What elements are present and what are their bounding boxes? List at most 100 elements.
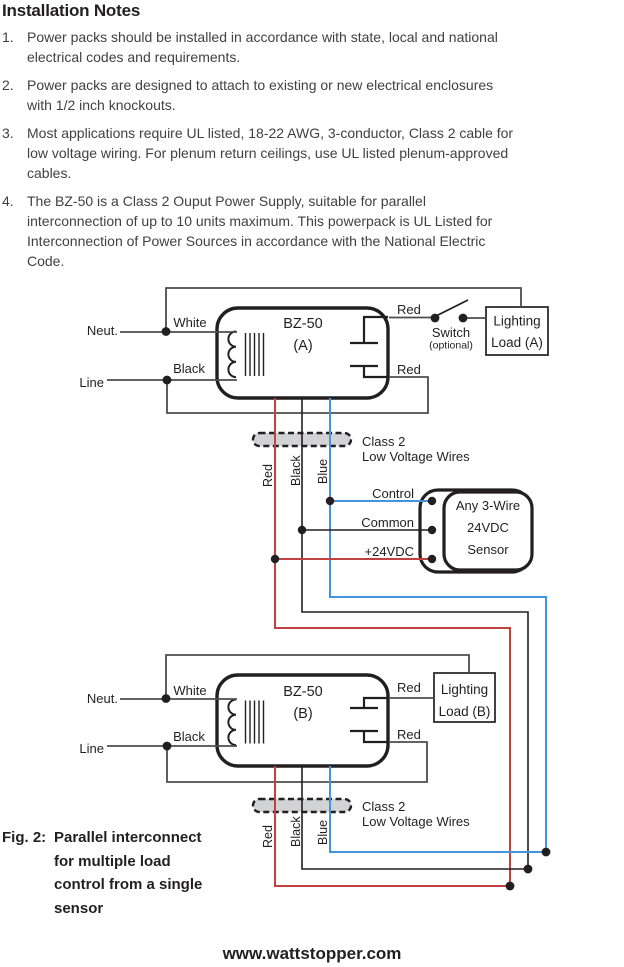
switch-terminal-dot <box>430 313 440 323</box>
red-wire-label-b-top: Red <box>397 680 421 695</box>
note-number: 3. <box>2 125 14 141</box>
transformer-coil-b-icon <box>227 698 237 747</box>
switch-optional-label: (optional) <box>429 340 473 352</box>
note-item-4: 4. The BZ-50 is a Class 2 Ouput Power Su… <box>2 191 622 271</box>
red-wire-label-a-bottom: Red <box>397 362 421 377</box>
white-wire-label-a: White <box>173 315 206 330</box>
transformer-coil-a-icon <box>227 330 237 379</box>
wire-neutral-to-load-a <box>165 287 522 331</box>
note-text: Power packs are designed to attach to ex… <box>27 77 494 113</box>
wire-blue-class2-b <box>329 766 546 853</box>
junction-dot <box>162 375 172 385</box>
red-wire-label-b-bottom: Red <box>397 727 421 742</box>
black-vertical-label-b: Black <box>289 816 303 847</box>
note-item-3: 3. Most applications require UL listed, … <box>2 123 622 183</box>
sensor-inner-outline <box>442 490 534 572</box>
wire-blue-class2-a <box>329 398 547 852</box>
pack-a-model-label: BZ-50 <box>283 316 323 332</box>
figure-number: Fig. 2: <box>2 829 47 846</box>
notes-list: 1. Power packs should be installed in ac… <box>2 27 622 271</box>
junction-dot <box>162 741 172 751</box>
junction-dot <box>270 554 280 564</box>
note-number: 4. <box>2 193 14 209</box>
installation-notes: Installation Notes 1. Power packs should… <box>2 0 622 279</box>
blue-vertical-label-a: Blue <box>316 459 330 484</box>
pack-a-unit-label: (A) <box>293 338 312 354</box>
wire-neutral-to-load-b <box>165 654 470 698</box>
line-voltage-wires <box>107 287 522 783</box>
note-text: The BZ-50 is a Class 2 Ouput Power Suppl… <box>27 193 493 269</box>
transformer-core-b-icon <box>244 700 265 744</box>
class2-label-a-1: Class 2 <box>362 434 405 449</box>
sensor-terminal-dot <box>427 554 437 564</box>
wire-line-to-relay-b <box>166 741 428 783</box>
switch-terminal-dot <box>458 313 468 323</box>
note-item-2: 2. Power packs are designed to attach to… <box>2 75 622 115</box>
power-pack-a <box>215 306 390 400</box>
line-label-a: Line <box>79 375 104 390</box>
red-vertical-label-a: Red <box>261 464 275 487</box>
transformer-core-a-icon <box>244 333 265 376</box>
sensor-label-2: 24VDC <box>467 520 509 535</box>
wire-black-class2-b <box>301 766 528 870</box>
lighting-load-a-box <box>485 306 549 356</box>
sensor-label-1: Any 3-Wire <box>456 498 520 513</box>
switch-label: Switch <box>432 325 470 340</box>
notes-title: Installation Notes <box>2 1 141 20</box>
neutral-label-a: Neut. <box>87 323 118 338</box>
black-wire-label-a: Black <box>173 361 205 376</box>
footer-url: www.wattstopper.com <box>222 944 402 963</box>
sensor-label-3: Sensor <box>467 542 509 557</box>
diagram-canvas: BZ-50 (A) BZ-50 (B) Neut. Line White Bla… <box>79 287 551 891</box>
sensor-terminal-dot <box>427 525 437 535</box>
wire-red-class2-a <box>274 398 511 886</box>
load-a-label-2: Load (A) <box>491 335 543 350</box>
red-wire-label-a-top: Red <box>397 302 421 317</box>
junction-dot <box>505 881 515 891</box>
load-a-label-1: Lighting <box>493 314 540 329</box>
note-number: 1. <box>2 29 14 45</box>
wiring-diagram-fig2: BZ-50 (A) BZ-50 (B) Neut. Line White Bla… <box>0 280 624 920</box>
red-vertical-label-b: Red <box>261 825 275 848</box>
white-wire-label-b: White <box>173 683 206 698</box>
wire-red-class2-b <box>274 766 510 887</box>
control-label: Control <box>372 486 414 501</box>
junction-dot <box>325 496 335 506</box>
wire-black-class2-a <box>301 398 529 869</box>
class2-label-a-2: Low Voltage Wires <box>362 449 470 464</box>
pack-b-model-label: BZ-50 <box>283 684 323 700</box>
junction-dot <box>161 327 171 336</box>
class2-label-b-2: Low Voltage Wires <box>362 814 470 829</box>
diagram-labels: BZ-50 (A) BZ-50 (B) Neut. Line White Bla… <box>79 302 542 848</box>
junction-dot <box>523 864 533 874</box>
note-text: Most applications require UL listed, 18-… <box>27 125 514 181</box>
black-wire-label-b: Black <box>173 729 205 744</box>
figure-caption-text: Parallel interconnect for multiple load … <box>54 829 203 917</box>
common-label: Common <box>361 515 414 530</box>
pack-b-unit-label: (B) <box>293 706 312 722</box>
note-number: 2. <box>2 77 14 93</box>
24vdc-label: +24VDC <box>365 544 415 559</box>
junction-dots <box>161 313 551 891</box>
lighting-load-b-box <box>433 672 496 723</box>
switch-lever-icon <box>435 299 469 317</box>
relay-contact-a-icon <box>350 315 388 379</box>
neutral-label-b: Neut. <box>87 691 118 706</box>
line-label-b: Line <box>79 741 104 756</box>
junction-dot <box>541 847 551 857</box>
class2-label-b-1: Class 2 <box>362 799 405 814</box>
figure-caption: Fig. 2: Parallel interconnect for multip… <box>2 826 232 920</box>
blue-vertical-label-b: Blue <box>316 820 330 845</box>
sensor-terminal-dot <box>427 496 437 506</box>
junction-dot <box>161 694 171 703</box>
load-b-label-2: Load (B) <box>439 704 491 719</box>
relay-contact-b-icon <box>350 696 388 744</box>
power-pack-b <box>215 673 390 768</box>
black-vertical-label-a: Black <box>289 455 303 486</box>
load-b-label-1: Lighting <box>441 682 488 697</box>
note-text: Power packs should be installed in accor… <box>27 29 498 65</box>
sensor-body <box>418 488 534 574</box>
junction-dot <box>297 525 307 535</box>
wire-line-to-relay-a <box>166 376 429 414</box>
